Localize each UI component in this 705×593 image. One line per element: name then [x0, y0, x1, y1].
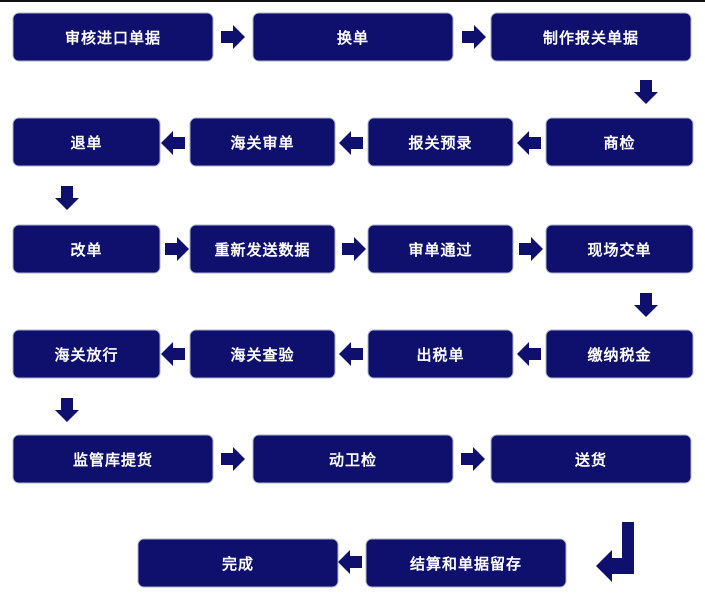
flow-arrow-left-icon	[161, 342, 185, 366]
step-node-s12: 缴纳税金	[545, 329, 694, 379]
flow-arrow-left-icon	[517, 131, 541, 155]
step-box	[490, 434, 692, 484]
flow-arrow-right-icon	[519, 237, 543, 261]
step-box	[252, 12, 454, 62]
step-box	[189, 117, 336, 167]
step-label: 送货	[574, 451, 607, 469]
step-box	[12, 12, 214, 62]
step-label: 海关查验	[230, 346, 294, 364]
step-box	[545, 117, 694, 167]
step-label: 审单通过	[408, 241, 472, 259]
step-label: 动卫检	[329, 451, 377, 469]
flow-arrow-hook-icon	[596, 522, 634, 582]
step-label: 完成	[222, 555, 254, 573]
step-label: 海关审单	[230, 134, 294, 152]
step-box	[12, 224, 161, 274]
step-node-s2: 换单	[252, 12, 454, 62]
flow-arrow-down-icon	[55, 186, 79, 210]
step-node-s5: 报关预录	[367, 117, 514, 167]
flow-arrow-down-icon	[634, 80, 658, 104]
step-box	[189, 329, 336, 379]
step-label: 审核进口单据	[65, 29, 161, 47]
step-node-s8: 改单	[12, 224, 161, 274]
step-node-s18: 送货	[490, 434, 692, 484]
flow-arrow-left-icon	[339, 342, 363, 366]
flow-arrow-right-icon	[461, 447, 485, 471]
step-label: 改单	[70, 241, 102, 259]
step-node-s11: 现场交单	[545, 224, 694, 274]
flow-arrow-left-icon	[161, 131, 185, 155]
flow-arrow-right-icon	[221, 25, 245, 49]
step-box	[252, 434, 454, 484]
step-box	[367, 224, 514, 274]
step-label: 换单	[337, 29, 369, 47]
arrow-layer	[55, 25, 658, 582]
flow-arrow-down-icon	[55, 398, 79, 422]
step-box	[12, 434, 214, 484]
step-label: 缴纳税金	[587, 346, 651, 364]
step-label: 重新发送数据	[214, 241, 310, 259]
step-box	[367, 329, 514, 379]
step-label: 制作报关单据	[543, 29, 639, 47]
step-box	[545, 224, 694, 274]
step-label: 退单	[70, 134, 102, 152]
step-box	[12, 117, 161, 167]
step-node-s15: 海关放行	[12, 329, 161, 379]
step-node-s13: 出税单	[367, 329, 514, 379]
step-box	[545, 329, 694, 379]
step-label: 出税单	[416, 346, 464, 364]
step-node-s7: 退单	[12, 117, 161, 167]
step-box	[367, 117, 514, 167]
step-node-s3: 制作报关单据	[490, 12, 692, 62]
flow-arrow-right-icon	[462, 25, 486, 49]
step-node-s1: 审核进口单据	[12, 12, 214, 62]
flow-arrow-down-icon	[634, 293, 658, 317]
step-node-s19: 结算和单据留存	[365, 538, 567, 588]
flow-arrow-right-icon	[342, 237, 366, 261]
step-label: 商检	[603, 134, 635, 152]
flow-arrow-left-icon	[338, 550, 362, 574]
step-node-s10: 审单通过	[367, 224, 514, 274]
step-node-s14: 海关查验	[189, 329, 336, 379]
step-box	[365, 538, 567, 588]
step-label: 现场交单	[587, 241, 651, 259]
top-border-line	[0, 0, 705, 2]
step-node-s20: 完成	[137, 538, 339, 588]
step-label: 海关放行	[54, 346, 118, 364]
step-box	[189, 224, 336, 274]
step-label: 报关预录	[408, 134, 472, 152]
step-box	[490, 12, 692, 62]
step-box	[12, 329, 161, 379]
flow-arrow-left-icon	[339, 131, 363, 155]
step-label: 监管库提货	[73, 451, 153, 469]
flow-arrow-left-icon	[517, 342, 541, 366]
step-node-s4: 商检	[545, 117, 694, 167]
flow-arrow-right-icon	[221, 447, 245, 471]
step-label: 结算和单据留存	[410, 555, 522, 573]
step-node-s17: 动卫检	[252, 434, 454, 484]
step-box	[137, 538, 339, 588]
step-node-s6: 海关审单	[189, 117, 336, 167]
step-node-s9: 重新发送数据	[189, 224, 336, 274]
step-node-s16: 监管库提货	[12, 434, 214, 484]
flow-arrow-right-icon	[165, 237, 189, 261]
